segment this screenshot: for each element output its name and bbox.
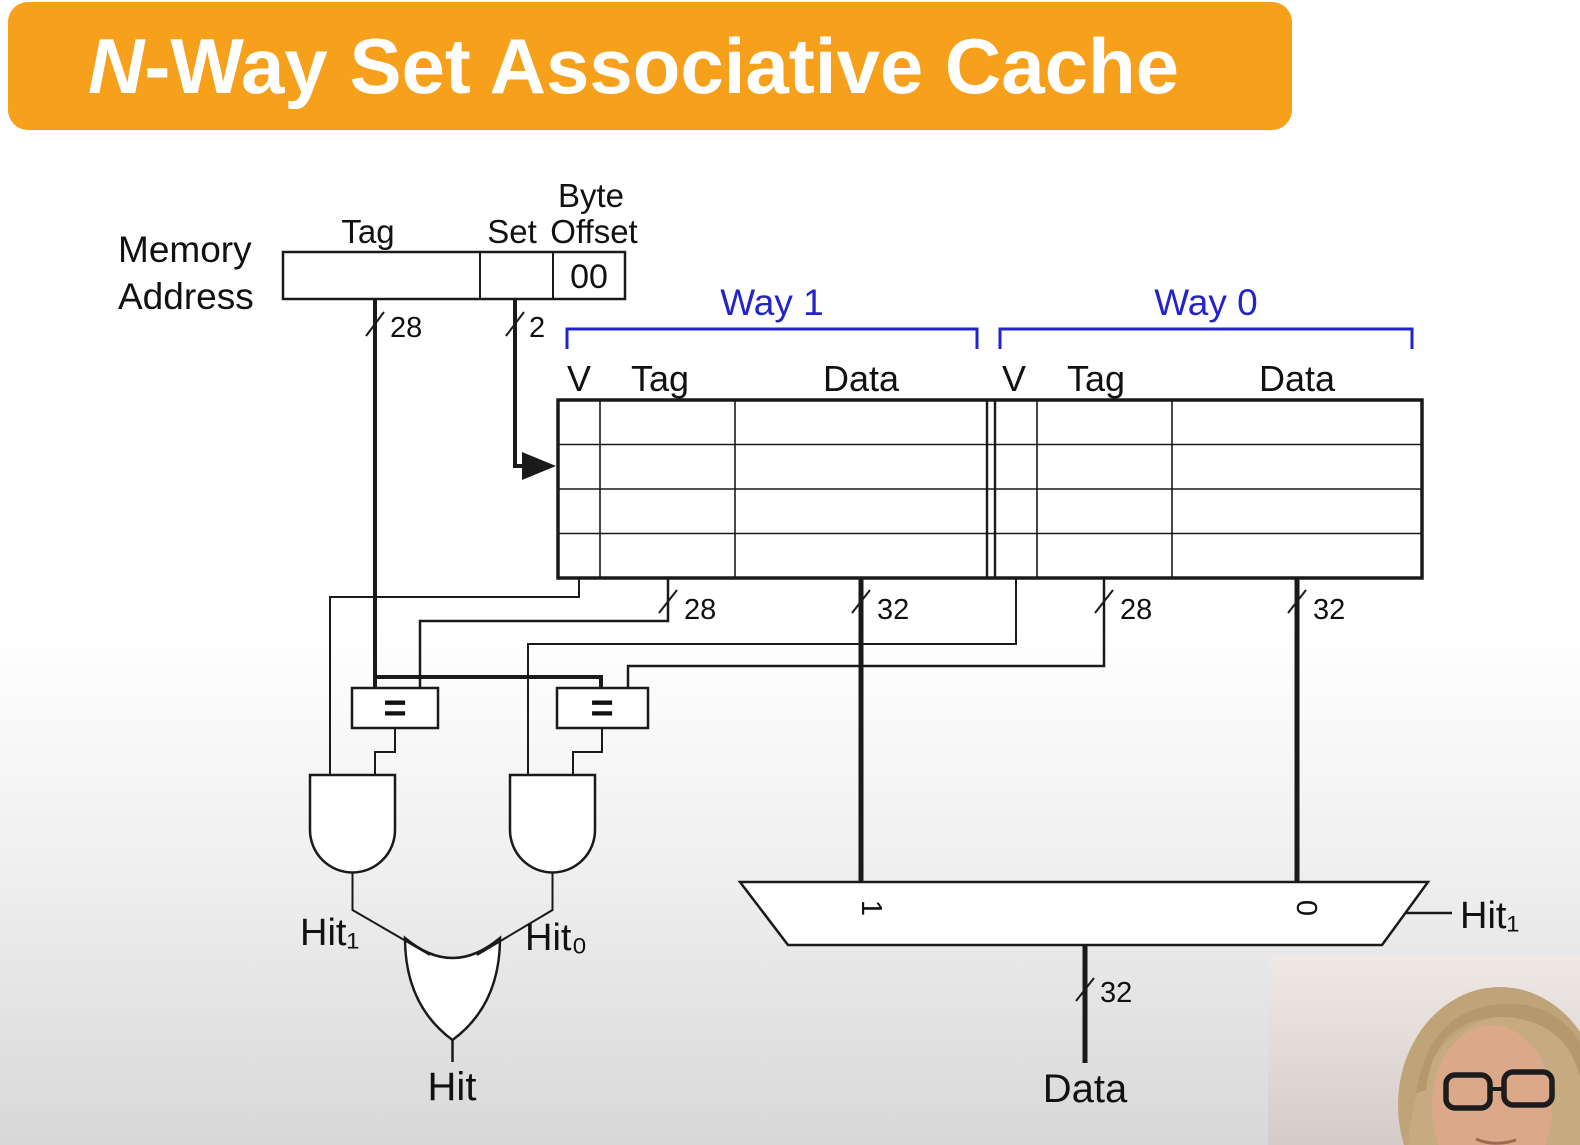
wiring <box>329 299 1452 1063</box>
memory-address-label-line1: Memory <box>118 229 252 270</box>
way0-valid-wire <box>527 578 1017 775</box>
set-bits-label: 2 <box>529 312 545 344</box>
way0-tag-header: Tag <box>1067 358 1125 399</box>
hit1-wire <box>351 872 431 956</box>
address-offset-label: Offset <box>550 213 637 250</box>
mux <box>737 880 1431 947</box>
mux-input1-label: 1 <box>855 900 887 916</box>
address-byte-label: Byte <box>558 177 624 214</box>
way1-data-header: Data <box>823 358 900 399</box>
or-gate <box>403 935 502 1042</box>
slide-title: N-Way Set Associative Cache <box>88 27 1179 105</box>
byte-offset-value: 00 <box>570 258 608 296</box>
comp1-out-wire <box>374 728 396 775</box>
presenter-video <box>1268 955 1580 1145</box>
way1-valid-header: V <box>567 358 591 399</box>
way1-bracket <box>565 327 979 349</box>
way1-tag-header: Tag <box>631 358 689 399</box>
way0-valid-header: V <box>1002 358 1026 399</box>
and-gate-2 <box>508 773 597 874</box>
mux-input0-label: 0 <box>1290 900 1322 916</box>
way0-data-header: Data <box>1259 358 1336 399</box>
comparator1-symbol: = <box>383 686 406 730</box>
slide-title-banner: N-Way Set Associative Cache <box>8 2 1292 130</box>
webcam-overlay <box>1268 955 1580 1145</box>
slide-title-italic-n: N <box>88 22 145 110</box>
way1-valid-wire <box>329 578 580 775</box>
tag-bus-branch <box>375 675 603 688</box>
memory-address-box <box>281 250 627 301</box>
mux-select-label: Hit₁ <box>1460 895 1519 937</box>
tag-bits-label: 28 <box>390 312 422 344</box>
hit0-wire <box>476 872 554 956</box>
way1-data-bits: 32 <box>877 594 909 626</box>
way0-bracket-line <box>998 327 1414 349</box>
glasses-icon <box>1443 1069 1555 1111</box>
and-gate-1 <box>308 773 397 874</box>
way1-tag-bits: 28 <box>684 594 716 626</box>
mux-out-bits: 32 <box>1100 977 1132 1009</box>
set-index-bus <box>513 299 522 468</box>
address-set-label: Set <box>487 213 537 250</box>
set-index-arrowhead <box>522 452 556 480</box>
way0-tag-bits: 28 <box>1120 594 1152 626</box>
way1-bracket-line <box>565 327 979 349</box>
cache-table <box>556 398 1424 580</box>
way1-label: Way 1 <box>720 282 823 323</box>
mouth <box>1475 1137 1517 1145</box>
hit-label: Hit <box>428 1065 477 1109</box>
memory-address-label-line2: Address <box>118 276 254 317</box>
way1-tag-wire <box>418 578 670 688</box>
way0-bracket <box>998 327 1414 349</box>
way0-label: Way 0 <box>1154 282 1257 323</box>
way0-tag-wire <box>626 578 1106 688</box>
data-out-label: Data <box>1043 1067 1128 1111</box>
address-tag-label: Tag <box>341 213 394 250</box>
presenter-figure <box>1398 987 1580 1145</box>
way0-data-bits: 32 <box>1313 594 1345 626</box>
hit1-label: Hit₁ <box>300 912 359 954</box>
bus-slashes <box>365 311 1307 1002</box>
slide-title-rest: -Way Set Associative Cache <box>144 22 1179 110</box>
comparator2-symbol: = <box>590 686 613 730</box>
comp2-out-wire <box>572 728 603 775</box>
hit0-label: Hit₀ <box>525 917 587 959</box>
